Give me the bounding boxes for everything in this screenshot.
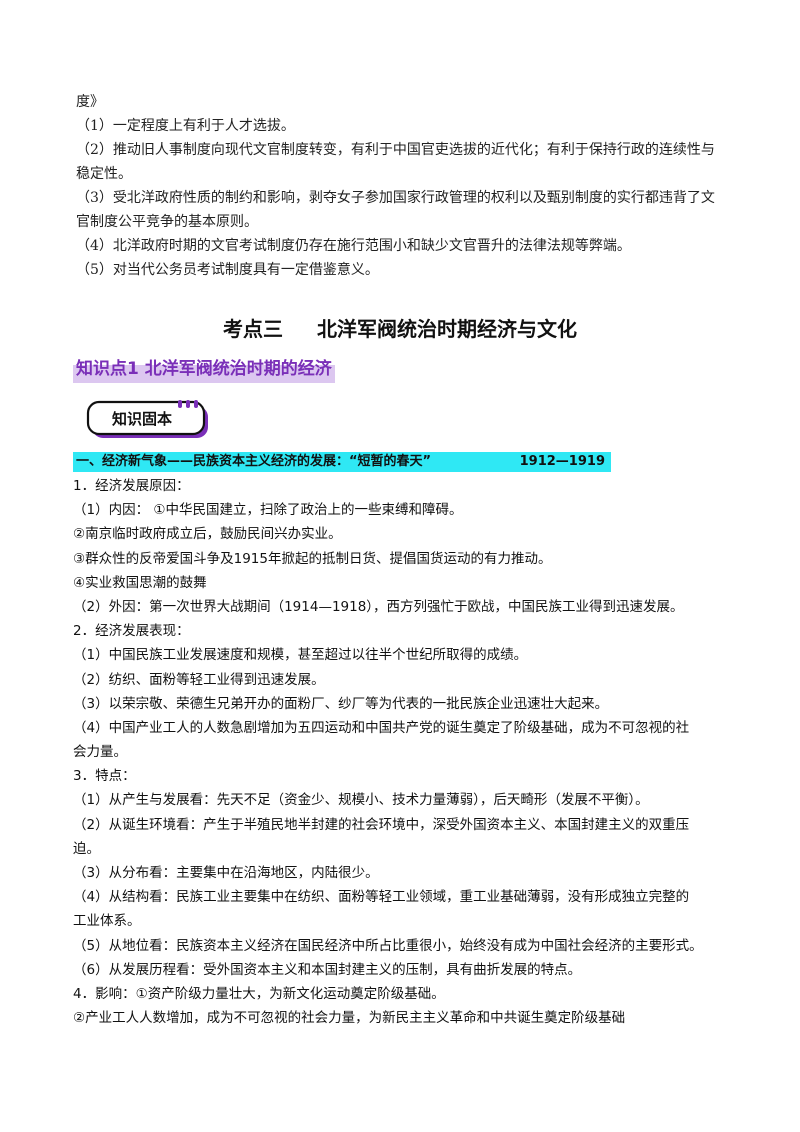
intro-line: （4）北洋政府时期的文官考试制度仍存在施行范围小和缺少文官晋升的法律法规等弊端。 [76,238,631,254]
body-line: 1．经济发展原因： [73,478,190,494]
intro-line: 官制度公平竞争的基本原则。 [76,214,258,230]
body-line: 会力量。 [73,744,127,761]
subheading-text: 一、经济新气象——民族资本主义经济的发展：“短暂的春天” [76,454,432,469]
intro-line: （5）对当代公务员考试制度具有一定借鉴意义。 [76,262,379,278]
intro-line: （2）推动旧人事制度向现代文官制度转变，有利于中国官吏选拔的近代化；有利于保持行… [76,142,715,158]
body-line: ③群众性的反帝爱国斗争及1915年掀起的抵制日货、提倡国货运动的有力推动。 [73,550,552,567]
body-line: （2）纺织、面粉等轻工业得到迅速发展。 [73,671,325,688]
body-line: 4．影响：①资产阶级力量壮大，为新文化运动奠定阶级基础。 [73,985,445,1002]
section-title: 考点三 北洋军阀统治时期经济与文化 [0,313,800,342]
section-label: 考点三 [223,317,283,341]
body-line: （6）从发展历程看：受外国资本主义和本国封建主义的压制，具有曲折发展的特点。 [73,961,582,978]
section-heading: 北洋军阀统治时期经济与文化 [317,317,577,341]
badge-label: 知识固本 [112,410,172,428]
highlighted-subheading: 一、经济新气象——民族资本主义经济的发展：“短暂的春天” 1912—1919 [73,452,611,472]
body-line: （4）中国产业工人的人数急剧增加为五四运动和中国共产党的诞生奠定了阶级基础，成为… [73,719,690,736]
body-line: ②南京临时政府成立后，鼓励民间兴办实业。 [73,526,342,543]
body-line: ②产业工人人数增加，成为不可忽视的社会力量，为新民主主义革命和中共诞生奠定阶级基… [73,1010,626,1027]
knowledge-point-title: 知识点1 北洋军阀统治时期的经济 [73,355,335,383]
body-line: （2）从诞生环境看：产生于半殖民地半封建的社会环境中，深受外国资本主义、本国封建… [73,816,690,833]
body-line: （2）外因：第一次世界大战期间（1914—1918），西方列强忙于欧战，中国民族… [73,598,684,615]
body-line: 3．特点： [73,768,136,785]
badge-frame-icon: 知识固本 [86,400,208,438]
body-line: 迫。 [73,840,100,857]
intro-text-block: 度》 （1）一定程度上有利于人才选拔。 （2）推动旧人事制度向现代文官制度转变，… [76,90,726,282]
body-line: 工业体系。 [73,913,141,930]
intro-line: 度》 [76,94,104,110]
body-line: （5）从地位看：民族资本主义经济在国民经济中所占比重很小，始终没有成为中国社会经… [73,937,703,954]
subheading-years: 1912—1919 [519,454,605,469]
body-line: （1）内因： ①中华民国建立，扫除了政治上的一些束缚和障碍。 [73,502,463,519]
body-text-block: 1．经济发展原因： （1）内因： ①中华民国建立，扫除了政治上的一些束缚和障碍。… [73,474,733,1030]
intro-line: 稳定性。 [76,166,132,182]
intro-line: （3）受北洋政府性质的制约和影响，剥夺女子参加国家行政管理的权利以及甄别制度的实… [76,190,715,206]
body-line: （4）从结构看：民族工业主要集中在纺织、面粉等轻工业领域，重工业基础薄弱，没有形… [73,889,690,906]
intro-line: （1）一定程度上有利于人才选拔。 [76,118,295,134]
knowledge-badge: 知识固本 [86,400,210,440]
body-line: （1）从产生与发展看：先天不足（资金少、规模小、技术力量薄弱），后天畸形（发展不… [73,792,649,809]
body-line: （1）中国民族工业发展速度和规模，甚至超过以往半个世纪所取得的成绩。 [73,647,528,664]
body-line: （3）从分布看：主要集中在沿海地区，内陆很少。 [73,865,379,881]
body-line: 2．经济发展表现： [73,623,190,640]
body-line: （3）以荣宗敬、荣德生兄弟开办的面粉厂、纱厂等为代表的一批民族企业迅速壮大起来。 [73,695,609,712]
body-line: ④实业救国思潮的鼓舞 [73,574,207,591]
